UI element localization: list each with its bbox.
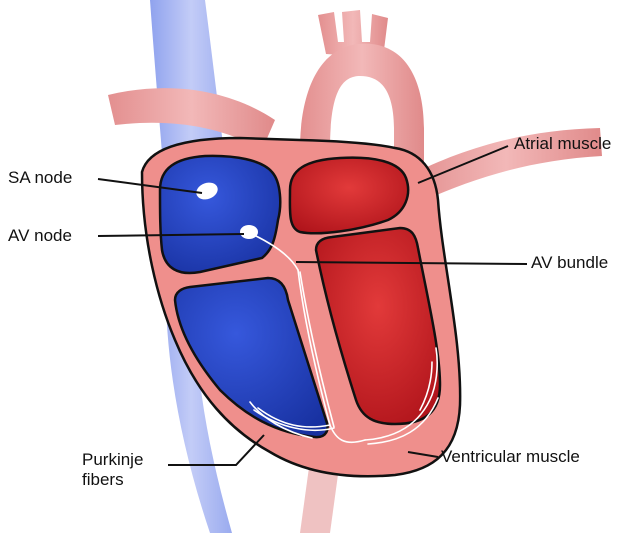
label-sa-node: SA node: [8, 168, 72, 188]
label-purkinje-line1: Purkinje: [82, 450, 143, 470]
label-av-bundle: AV bundle: [531, 253, 608, 273]
label-ventricular-muscle: Ventricular muscle: [441, 447, 580, 467]
label-purkinje-line2: fibers: [82, 470, 143, 490]
label-atrial-muscle: Atrial muscle: [514, 134, 611, 154]
label-purkinje-fibers: Purkinje fibers: [82, 450, 143, 490]
right-atrium: [160, 156, 280, 273]
label-av-node: AV node: [8, 226, 72, 246]
av-node: [240, 225, 258, 239]
